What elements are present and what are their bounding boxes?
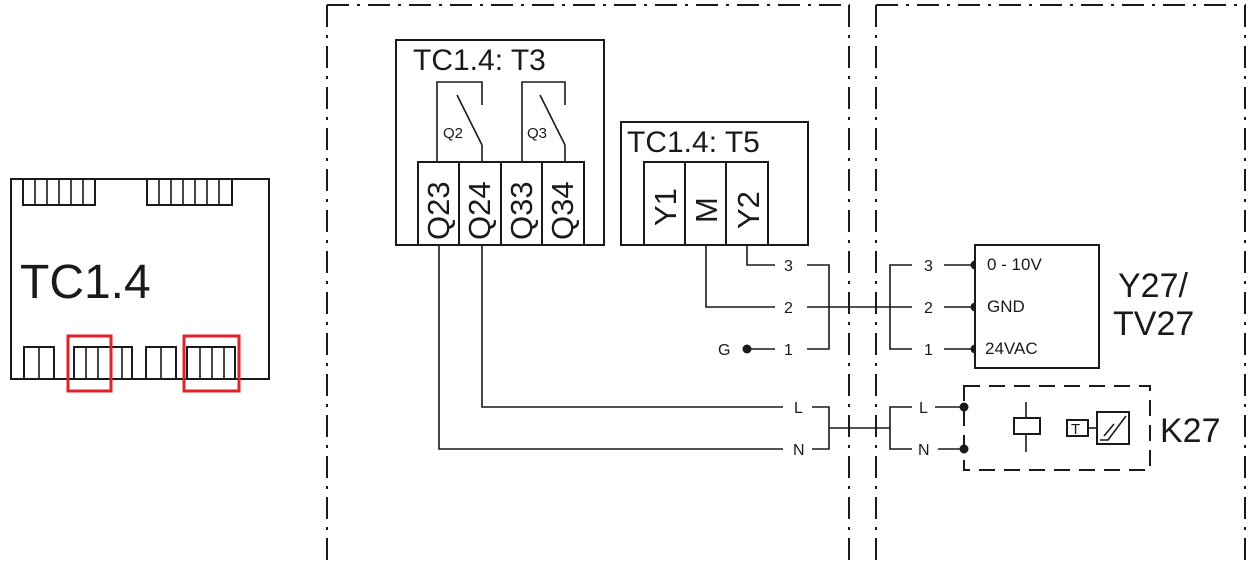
terminal-q24: Q24	[462, 181, 497, 240]
wire-q23-to-n	[438, 245, 783, 450]
module-t3-terminals: Q23 Q24 Q33 Q34	[417, 161, 585, 246]
controller-overview: TC1.4	[10, 178, 270, 393]
terminal-m: M	[689, 197, 724, 223]
relay-q3-contact: Q3	[521, 81, 566, 162]
relay-q2-contact: Q2	[436, 81, 483, 162]
terminal-q34: Q34	[545, 181, 580, 240]
wire-number-2-right: 2	[924, 300, 933, 317]
power-wiring-left: L N	[438, 245, 830, 459]
wire-y2-to-3	[746, 245, 775, 266]
power-cable-bracket-right	[889, 406, 912, 450]
power-cable-bracket-left	[812, 406, 830, 450]
relay-node-l	[959, 402, 969, 412]
relay-k27-enclosure	[963, 385, 1151, 471]
top-connector-left	[22, 178, 96, 206]
line-label-left: L	[794, 400, 803, 417]
actuator-signal-0-10v: 0 - 10V	[987, 255, 1042, 274]
highlight-t5-connector	[182, 334, 241, 393]
terminal-q23: Q23	[421, 181, 456, 240]
module-t5-title: TC1.4: T5	[627, 126, 760, 159]
module-t3-title: TC1.4: T3	[413, 44, 546, 77]
wire-m-to-2	[705, 245, 775, 308]
actuator-signal-gnd: GND	[987, 297, 1025, 316]
power-wiring-right: L N	[889, 400, 969, 459]
module-t3: TC1.4: T3 Q2 Q3 Q23 Q24 Q33 Q34	[395, 39, 605, 246]
top-connector-right	[146, 178, 233, 206]
neutral-label-left: N	[793, 442, 805, 459]
module-t5: TC1.4: T5 Y1 M Y2	[620, 121, 809, 246]
terminal-y2: Y2	[731, 191, 766, 229]
relay-k27-name: K27	[1160, 412, 1221, 450]
module-t5-terminals: Y1 M Y2	[643, 161, 769, 246]
actuator-signal-24vac: 24VAC	[985, 339, 1038, 358]
ground-label: G	[718, 342, 730, 359]
actuator-name-line2: TV27	[1113, 305, 1194, 343]
bottom-connectors	[23, 346, 236, 380]
wire-q24-to-l	[481, 245, 783, 408]
terminal-y1: Y1	[648, 188, 683, 226]
timing-curve	[1100, 415, 1127, 441]
relay-coil	[1013, 402, 1041, 452]
terminal-q33: Q33	[504, 181, 539, 240]
ground-node	[742, 344, 752, 354]
timer-element: T	[1066, 411, 1130, 445]
actuator-frame	[974, 244, 1100, 369]
wire-number-1-right: 1	[924, 342, 933, 359]
actuator-y27: 0 - 10V GND 24VAC Y27/ TV27	[974, 244, 1194, 369]
relay-k27: T K27	[963, 385, 1221, 471]
highlight-t3-connector	[66, 334, 113, 393]
wire-number-3-left: 3	[784, 258, 793, 275]
line-label-right: L	[919, 400, 928, 417]
wire-number-1-left: 1	[784, 342, 793, 359]
signal-wiring-left: G 3 2 1	[705, 245, 830, 359]
cabinet-boundary-left	[326, 4, 850, 566]
timer-symbol: T	[1071, 421, 1080, 438]
wire-number-3-right: 3	[924, 258, 933, 275]
wire-number-2-left: 2	[784, 300, 793, 317]
signal-wiring-right: 3 2 1	[889, 258, 980, 359]
controller-body	[10, 178, 270, 380]
cabinet-boundary-right	[875, 4, 1246, 566]
timing-function-box	[1096, 411, 1130, 445]
controller-label: TC1.4	[20, 256, 151, 309]
relay-q2-label: Q2	[443, 125, 463, 142]
actuator-name-line1: Y27/	[1118, 267, 1188, 305]
neutral-label-right: N	[918, 442, 930, 459]
relay-q3-label: Q3	[527, 125, 547, 142]
